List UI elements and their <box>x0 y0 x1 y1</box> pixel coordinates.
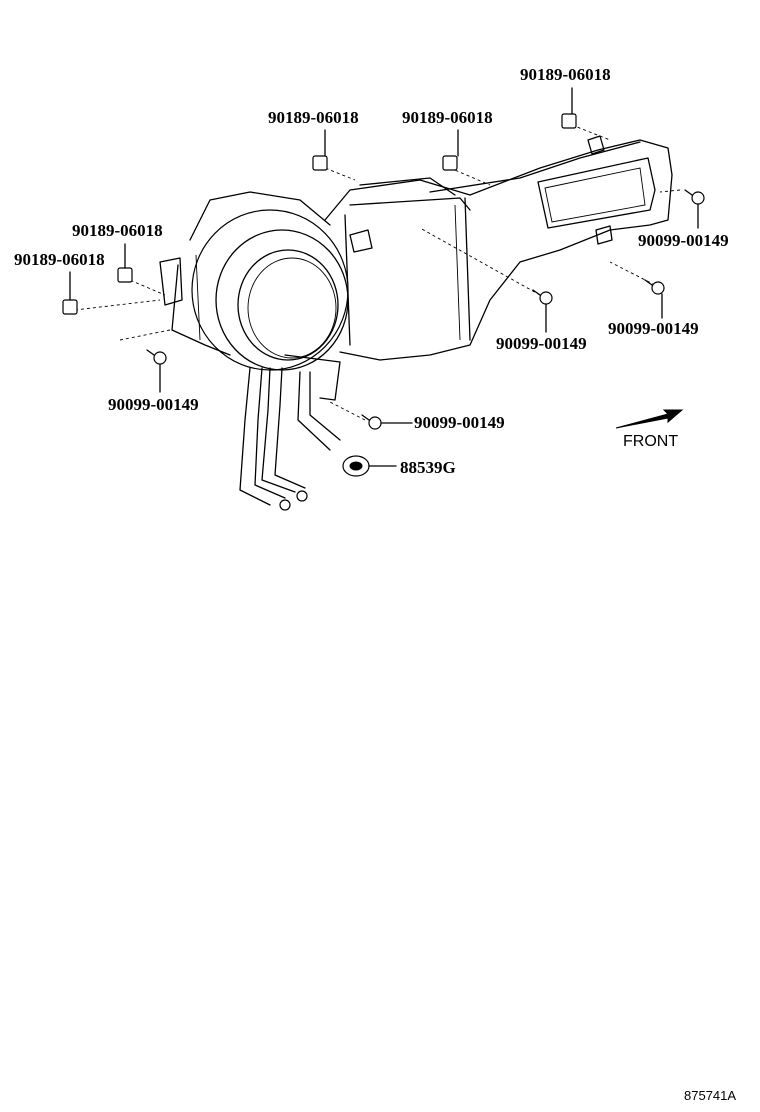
clip-top-right <box>561 87 577 129</box>
label-clip-top-right: 90189-06018 <box>520 65 611 84</box>
label-screw-bottom: 90099-00149 <box>414 413 505 432</box>
screw-left <box>146 349 167 393</box>
label-clip-top-center: 90189-06018 <box>268 108 359 127</box>
blower-case <box>159 191 349 371</box>
label-screw-left: 90099-00149 <box>108 395 199 414</box>
clip-left-lower <box>62 271 78 315</box>
screw-bottom <box>361 414 413 430</box>
heater-unit-housing <box>324 135 673 361</box>
screw-center <box>532 289 553 333</box>
label-grommet: 88539G <box>400 458 456 477</box>
clip-top-center <box>312 129 328 171</box>
label-screw-right-upper: 90099-00149 <box>638 231 729 250</box>
screw-right-upper <box>684 189 705 229</box>
label-clip-left-lower: 90189-06018 <box>14 250 105 269</box>
label-screw-center: 90099-00149 <box>496 334 587 353</box>
leader-lines <box>74 124 681 421</box>
screw-right-lower <box>644 279 665 319</box>
reference-number: 875741A <box>684 1088 736 1103</box>
grommet <box>342 455 397 477</box>
label-clip-left-upper: 90189-06018 <box>72 221 163 240</box>
front-direction-arrow <box>615 409 684 429</box>
label-clip-top-mid: 90189-06018 <box>402 108 493 127</box>
clip-left-upper <box>117 243 133 283</box>
heater-pipes <box>239 354 341 511</box>
front-label: FRONT <box>623 433 678 450</box>
label-screw-right-lower: 90099-00149 <box>608 319 699 338</box>
clip-top-mid <box>442 129 459 171</box>
